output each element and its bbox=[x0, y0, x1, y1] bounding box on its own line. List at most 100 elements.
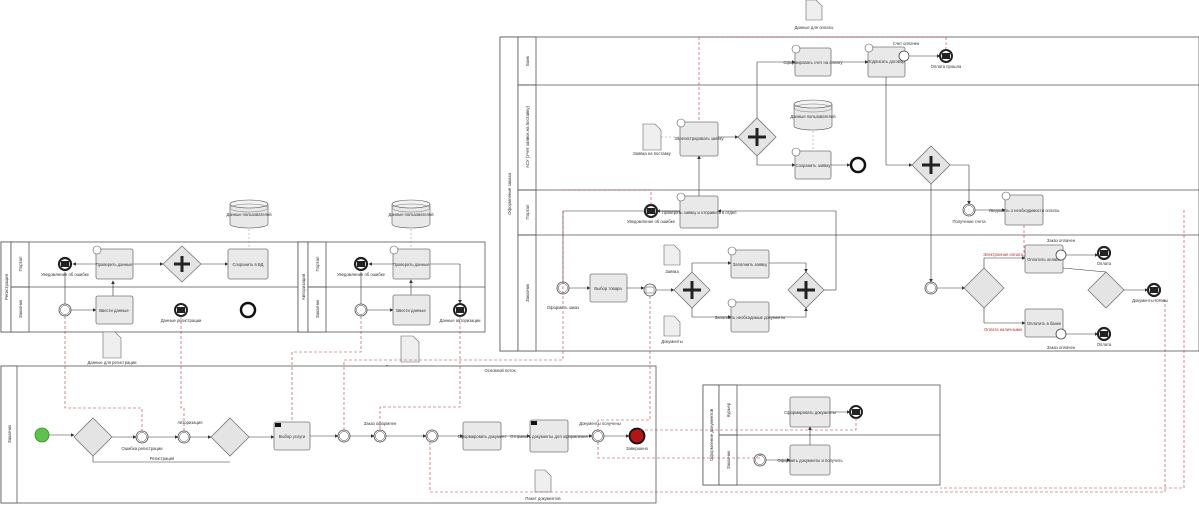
label-main-order: Заказ оформлен bbox=[364, 421, 397, 426]
task-order-portal-label: Проверить заявку и отправить в отдел bbox=[662, 210, 737, 215]
label-main-docs-rcv: Документы получены bbox=[579, 421, 621, 426]
label-paid2: Заказ оплачен bbox=[1047, 345, 1076, 350]
doc-docs-label: Документы bbox=[661, 339, 683, 344]
task-reg-enter-label: Ввести данные bbox=[99, 308, 129, 313]
label-end-paid2: Оплата bbox=[1097, 342, 1112, 347]
pool-registration: Регистрация Портал Заказчик Уведомление … bbox=[0, 241, 312, 333]
lane-authorization-portal: Портал bbox=[315, 256, 320, 271]
intermediate-main-1-icon bbox=[135, 430, 149, 444]
label-main-flow: Основной поток bbox=[485, 368, 516, 373]
task-auth-check[interactable] bbox=[392, 248, 431, 280]
task-order-search-label: Выбор товара bbox=[594, 286, 622, 291]
intermediate-main-6-icon bbox=[591, 429, 605, 443]
boundary-message-icon bbox=[898, 50, 910, 62]
start-event-main-icon[interactable] bbox=[34, 427, 50, 443]
intermediate-main-5-icon bbox=[425, 429, 439, 443]
lane-registration-portal: Портал bbox=[18, 256, 23, 271]
intermediate-event-portal-icon bbox=[962, 203, 976, 217]
start-event-auth-icon bbox=[354, 303, 368, 317]
task-order-doc[interactable] bbox=[730, 249, 770, 279]
datastore-order-label: Данные пользователей bbox=[790, 114, 836, 119]
label-end-paid: Оплата bbox=[1097, 261, 1112, 266]
label-pay-cash: Оплата наличными bbox=[984, 327, 1022, 332]
pool-documents-name: Оформление документов bbox=[709, 408, 714, 461]
task-bank-request-label: Сформировать счет на оплату bbox=[783, 60, 843, 65]
task-pay-office[interactable] bbox=[1024, 308, 1064, 338]
task-main-select-label: Выбор услуги bbox=[279, 434, 306, 439]
data-object-final: Пакет документов bbox=[525, 469, 561, 501]
task-portal-info-label: Уведомить о необходимости оплаты bbox=[989, 208, 1060, 213]
task-reg-save[interactable] bbox=[227, 248, 269, 280]
task-asu-register-label: Зарегистрировать заявку bbox=[674, 136, 724, 141]
start-event-message-icon bbox=[58, 303, 72, 317]
lane-documents-customer: Заказчик bbox=[726, 451, 731, 469]
intermediate-payment-icon bbox=[924, 281, 938, 295]
task-reg-save-label: Сохранить в БД bbox=[233, 262, 264, 267]
task-pay-online-label: Оплатить онлайн bbox=[1027, 257, 1061, 262]
doc-final-label: Пакет документов bbox=[525, 496, 561, 501]
doc-reg-label: Данные для регистрации bbox=[88, 360, 138, 365]
doc-bank-label: Данные для оплаты bbox=[795, 25, 834, 30]
datastore-authorization: Данные пользователей bbox=[388, 199, 434, 249]
lane-order-portal: Портал bbox=[525, 204, 530, 219]
data-object-order: Заявка на поставку bbox=[633, 123, 680, 156]
exclusive-gateway-main-2-icon[interactable] bbox=[210, 417, 250, 457]
lane-documents-courier: Курьер bbox=[726, 402, 731, 417]
boundary-online-icon bbox=[1055, 249, 1067, 261]
data-object-auth: Данные для авторизации bbox=[385, 335, 435, 369]
task-doc-check-label: Оформить документы и получить bbox=[777, 458, 843, 463]
data-object-docs: Документы bbox=[661, 315, 683, 344]
pool-main: Заказчик Основной поток Регистрация Ошиб… bbox=[0, 365, 657, 504]
label-main-err: Ошибка регистрации bbox=[121, 446, 163, 451]
task-auth-check-label: Проверить данные bbox=[393, 262, 431, 267]
lane-registration-customer: Заказчик bbox=[18, 300, 23, 318]
data-object-reg: Данные для регистрации bbox=[88, 331, 138, 365]
datastore-order: Данные пользователей bbox=[790, 99, 836, 151]
pool-order-processing: Оформление заказа Банк АСУ (Учет заявок … bbox=[499, 0, 1199, 352]
intermediate-main-3-icon bbox=[337, 429, 351, 443]
lane-authorization-customer: Заказчик bbox=[315, 300, 320, 318]
exclusive-gateway-merge-icon[interactable] bbox=[1087, 271, 1125, 309]
label-send-reg: Данные регистрации bbox=[161, 318, 202, 323]
label-need-pay: Получение счета bbox=[952, 219, 986, 224]
datastore-auth-label: Данные пользователей bbox=[388, 212, 434, 217]
pool-registration-name: Регистрация bbox=[4, 274, 9, 300]
datastore-registration: Данные пользователей bbox=[226, 199, 272, 249]
label-doc-ready: Документы готовы bbox=[1132, 298, 1168, 303]
label-bank-paid: Счет оплачен bbox=[893, 41, 920, 46]
intermediate-main-2-icon bbox=[177, 430, 191, 444]
lane-order-asu: АСУ (Учет заявок на поставку) bbox=[525, 105, 530, 168]
task-main-create-label: Сформировать документ bbox=[458, 434, 507, 439]
message-flows bbox=[64, 36, 1185, 493]
label-pay-online: Электронная оплата bbox=[983, 252, 1024, 257]
task-doc-courier-label: Сформировать документы bbox=[784, 410, 836, 415]
task-pay-office-label: Оплатить в банке bbox=[1027, 321, 1062, 326]
intermediate-main-4-icon bbox=[373, 429, 387, 443]
doc-app-label: Заявка bbox=[665, 269, 679, 274]
task-reg-check-label: Проверить данные bbox=[96, 262, 134, 267]
data-object-app: Заявка bbox=[663, 244, 681, 274]
task-reg-enter[interactable] bbox=[95, 295, 134, 325]
end-event-icon bbox=[239, 301, 257, 319]
label-err-auth: Уведомление об ошибке bbox=[337, 272, 386, 277]
pool-authorization-name: Авторизация bbox=[301, 273, 306, 300]
label-err-reg: Уведомление об ошибке bbox=[41, 272, 90, 277]
lane-order-bank: Банк bbox=[525, 56, 530, 66]
task-asu-save-label: Сохранить заявку bbox=[796, 163, 832, 168]
label-main-reg: Регистрация bbox=[150, 456, 174, 461]
label-send-auth: Данные авторизации bbox=[440, 318, 482, 323]
doc-order-label: Заявка на поставку bbox=[633, 151, 672, 156]
task-reg-check[interactable] bbox=[95, 248, 134, 280]
task-bank-pay-label: Подписать договор bbox=[867, 59, 905, 64]
task-auth-enter[interactable] bbox=[392, 294, 431, 326]
task-order-fill-label: Заполнить необходимые документы bbox=[715, 315, 786, 320]
label-err-order: Уведомление об ошибке bbox=[627, 219, 676, 224]
lane-order-customer: Заказчик bbox=[525, 284, 530, 302]
task-auth-enter-label: Ввести данные bbox=[396, 308, 426, 313]
label-paid1: Заказ оплачен bbox=[1047, 238, 1076, 243]
task-main-docs-label: Отправить документы для оформления bbox=[510, 434, 588, 439]
label-bank-done: Оплата прошла bbox=[931, 64, 962, 69]
datastore-reg-label: Данные пользователей bbox=[226, 212, 272, 217]
